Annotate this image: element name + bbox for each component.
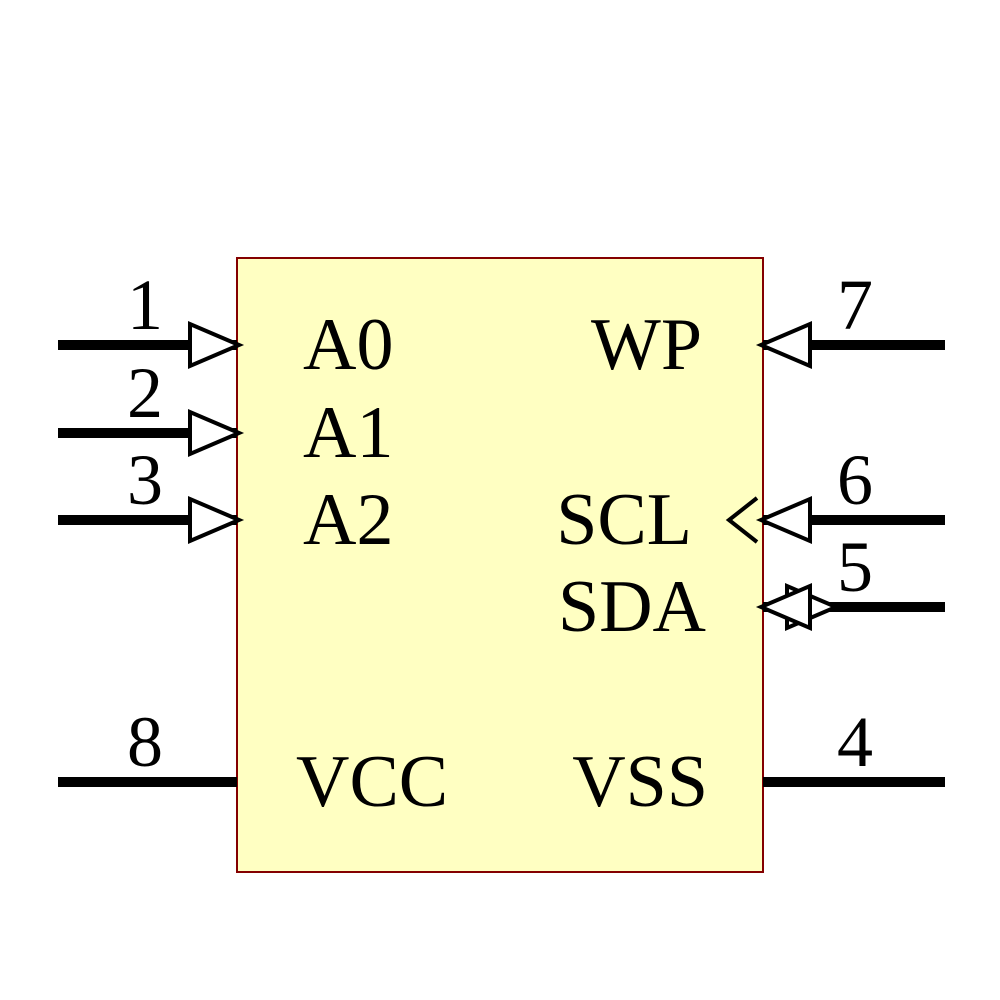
pin-1-number: 1	[127, 265, 163, 345]
pin-2-number: 2	[127, 353, 163, 433]
pin-1-input-arrow-icon	[188, 320, 245, 370]
pin-7-label: WP	[591, 304, 702, 386]
pin-8-vcc: 8 VCC	[58, 702, 448, 823]
pin-5-label: SDA	[558, 566, 706, 648]
pin-1-a0: 1 A0	[58, 265, 393, 386]
pin-3-number: 3	[127, 440, 163, 520]
pin-3-input-arrow-icon	[188, 495, 245, 545]
pin-3-a2: 3 A2	[58, 440, 393, 561]
pin-6-scl: 6 SCL	[556, 440, 945, 561]
pin-7-wp: 7 WP	[591, 265, 945, 386]
pin-3-label: A2	[303, 479, 393, 561]
pin-4-number: 4	[837, 702, 873, 782]
pin-6-number: 6	[837, 440, 873, 520]
symbol-body[interactable]	[236, 257, 764, 873]
pin-8-number: 8	[127, 702, 163, 782]
pin-5-number: 5	[837, 527, 873, 607]
pin-2-input-arrow-icon	[188, 408, 245, 458]
pin-4-vss: 4 VSS	[572, 702, 945, 823]
pin-5-sda: 5 SDA	[558, 527, 945, 648]
pin-5-bidir-arrow-left-icon	[755, 582, 812, 632]
pin-6-clock-mark-icon	[725, 496, 759, 544]
pin-7-input-arrow-icon	[755, 320, 812, 370]
pin-4-label: VSS	[572, 741, 708, 823]
pin-2-label: A1	[303, 392, 393, 474]
pin-6-input-arrow-icon	[755, 495, 812, 545]
pin-7-number: 7	[837, 265, 873, 345]
pin-2-a1: 2 A1	[58, 353, 393, 474]
pin-1-label: A0	[303, 304, 393, 386]
pin-6-label: SCL	[556, 479, 692, 561]
pin-8-label: VCC	[296, 741, 448, 823]
